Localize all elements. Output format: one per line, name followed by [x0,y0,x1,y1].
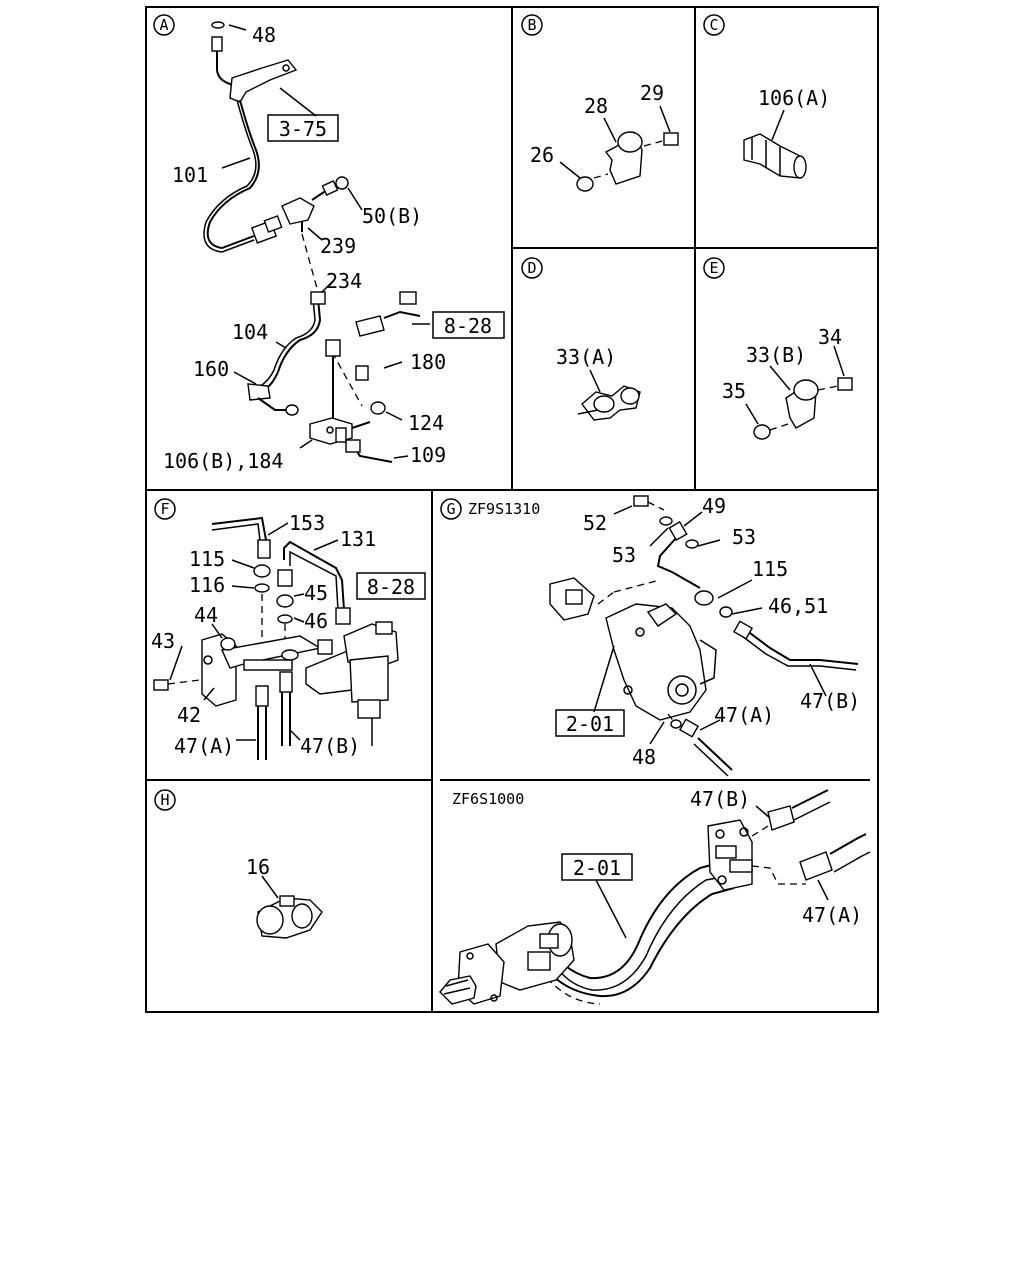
ref-box-3-75: 3-75 [267,114,339,142]
callout-45: 45 [304,581,328,605]
panel-g-drawing [549,495,859,777]
ref-box-8-28-a: 8-28 [432,311,505,339]
panel-a-marker: A [153,14,175,36]
panel-b-marker: B [521,14,543,36]
callout-115-f: 115 [189,547,225,571]
callout-106a: 106(A) [758,86,830,110]
panel-i-drawing [439,789,871,1005]
callout-180: 180 [410,350,446,374]
ref-box-2-01-g: 2-01 [555,709,625,737]
callout-53-right: 53 [732,525,756,549]
callout-46-51: 46,51 [768,594,828,618]
callout-47a-i: 47(A) [802,903,862,927]
callout-109: 109 [410,443,446,467]
callout-47b-f: 47(B) [300,734,360,758]
panel-c-marker: C [703,14,725,36]
callout-33b: 33(B) [746,343,806,367]
callout-47b-g: 47(B) [800,689,860,713]
panel-c-drawing [743,109,807,179]
svg-text:8-28: 8-28 [367,575,415,599]
panel-a-drawing [203,21,430,463]
svg-text:F: F [160,500,169,518]
panel-frame [145,6,879,1013]
panel-f-marker: F [154,498,176,520]
svg-text:E: E [709,259,718,277]
callout-124: 124 [408,411,444,435]
ref-box-2-01-i: 2-01 [561,853,633,881]
panel-i-code: ZF6S1000 [452,790,524,808]
panel-b-drawing [559,105,679,192]
callout-101: 101 [172,163,208,187]
callout-46-f: 46 [304,609,328,633]
svg-text:G: G [446,500,455,518]
panel-h-marker: H [154,789,176,811]
callout-153: 153 [289,511,325,535]
callout-26: 26 [530,143,554,167]
callout-43: 43 [151,629,175,653]
svg-text:H: H [160,791,169,809]
svg-text:B: B [527,16,536,34]
panel-f-drawing [153,516,399,760]
panel-d-drawing [577,369,641,421]
callout-35: 35 [722,379,746,403]
callout-239: 239 [320,234,356,258]
callout-115-g: 115 [752,557,788,581]
callout-48-g: 48 [632,745,656,769]
panel-e-marker: E [703,257,725,279]
svg-text:D: D [527,259,536,277]
callout-48: 48 [252,23,276,47]
callout-53-left: 53 [612,543,636,567]
svg-text:2-01: 2-01 [566,712,614,736]
callout-47a-f: 47(A) [174,734,234,758]
svg-text:2-01: 2-01 [573,856,621,880]
panel-g-marker: G [440,498,462,520]
callout-160: 160 [193,357,229,381]
callout-47a-g: 47(A) [714,703,774,727]
callout-52: 52 [583,511,607,535]
svg-text:8-28: 8-28 [444,314,492,338]
callout-116: 116 [189,573,225,597]
callout-50b: 50(B) [362,204,422,228]
callout-47b-i: 47(B) [690,787,750,811]
callout-34: 34 [818,325,842,349]
callout-44: 44 [194,603,218,627]
panel-g-code: ZF9S1310 [468,500,540,518]
callout-33a: 33(A) [556,345,616,369]
callout-106b-184: 106(B),184 [163,449,283,473]
panel-e-drawing [745,345,853,440]
callout-104: 104 [232,320,268,344]
svg-text:C: C [709,16,718,34]
ref-box-8-28-f: 8-28 [356,572,426,600]
panel-d-marker: D [521,257,543,279]
callout-28: 28 [584,94,608,118]
callout-29: 29 [640,81,664,105]
svg-text:A: A [159,16,168,34]
callout-131: 131 [340,527,376,551]
callout-16: 16 [246,855,270,879]
callout-49: 49 [702,494,726,518]
callout-234: 234 [326,269,362,293]
svg-text:3-75: 3-75 [279,117,327,141]
callout-42: 42 [177,703,201,727]
panel-h-drawing [256,875,323,939]
